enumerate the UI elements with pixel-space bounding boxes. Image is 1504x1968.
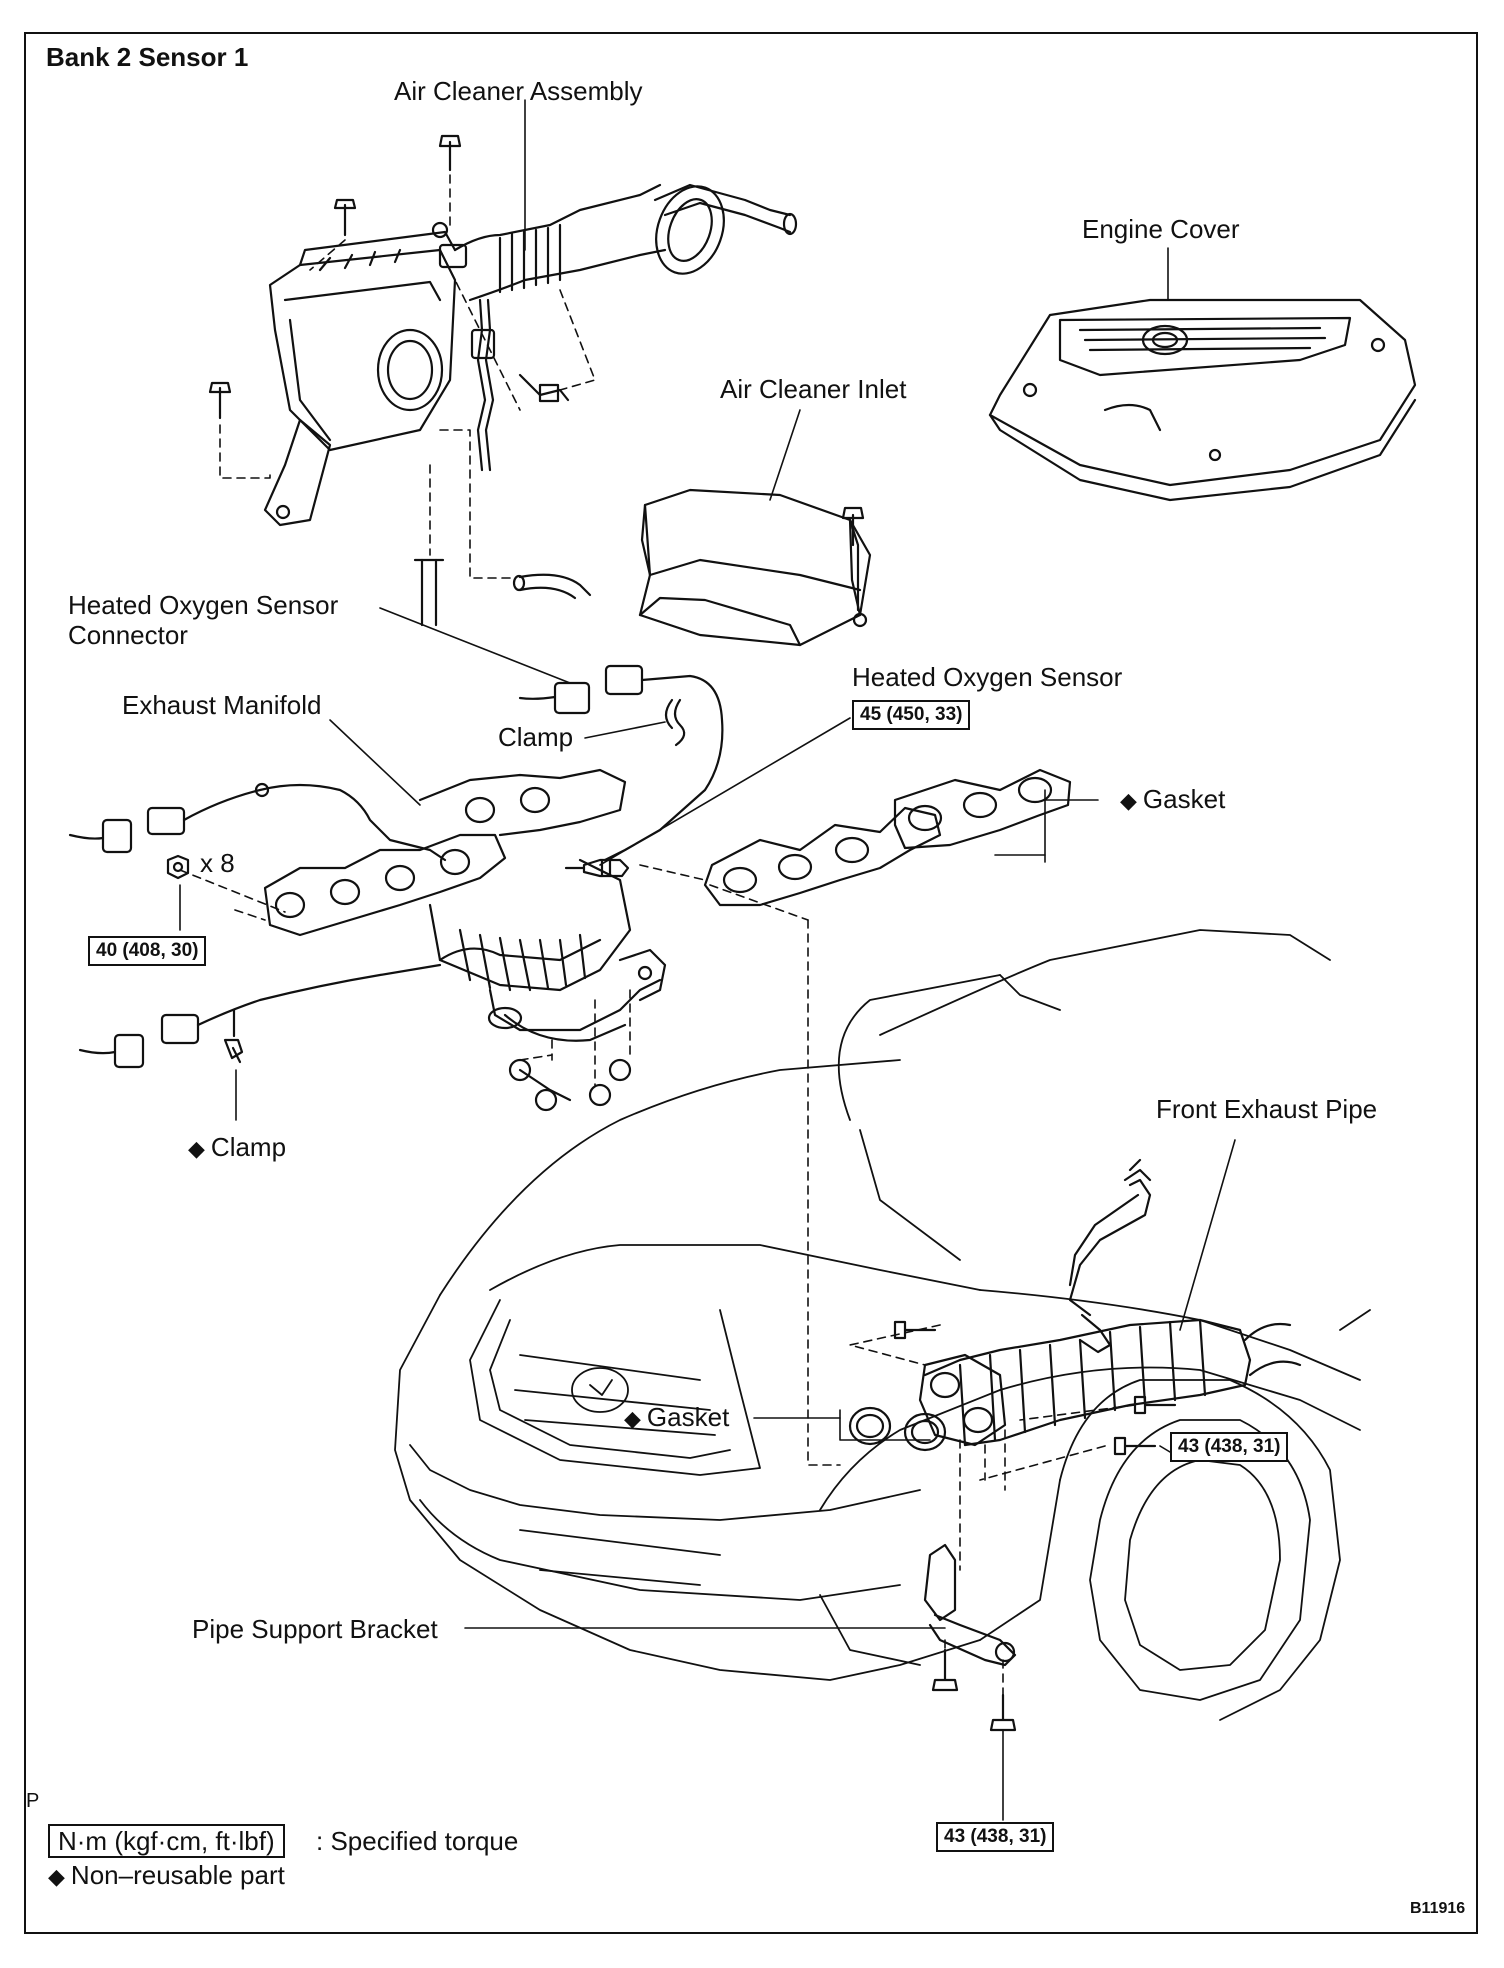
torque-bracket-bolt: 43 (438, 31): [936, 1822, 1055, 1852]
front-exhaust-pipe-drawing: [893, 1158, 1302, 1456]
label-clamp-upper: Clamp: [498, 722, 574, 752]
legend-non-reusable: ◆Non–reusable part: [48, 1860, 285, 1890]
exhaust-manifold-drawing: [263, 768, 667, 1112]
manifold-gasket-drawing: [703, 768, 1072, 907]
leader-lines: [179, 99, 1236, 1821]
torque-front-pipe-bolt: 43 (438, 31): [1170, 1432, 1289, 1462]
non-reusable-diamond-icon: ◆: [624, 1406, 641, 1431]
heated-oxygen-sensor-drawing: [564, 858, 630, 878]
label-gasket-upper: ◆Gasket: [1120, 784, 1226, 814]
label-air-cleaner-inlet: Air Cleaner Inlet: [720, 374, 907, 404]
label-gasket-lower: ◆Gasket: [624, 1402, 730, 1432]
non-reusable-diamond-icon: ◆: [1120, 788, 1137, 813]
label-heated-oxygen-sensor: Heated Oxygen Sensor: [852, 662, 1123, 692]
label-engine-cover: Engine Cover: [1082, 214, 1240, 244]
manifold-nut-drawing: [166, 854, 190, 880]
lower-gasket-drawing: [848, 1406, 947, 1452]
label-pipe-support-bracket: Pipe Support Bracket: [192, 1614, 438, 1644]
torque-sensor: 45 (450, 33): [852, 700, 971, 730]
bank1-sensor-connector-drawing: [68, 782, 447, 862]
label-exhaust-manifold: Exhaust Manifold: [122, 690, 322, 720]
oxygen-sensor-connector-drawing: [518, 664, 724, 862]
label-ho2s-connector-line1: Heated Oxygen Sensor: [68, 590, 339, 620]
label-nut-count: x 8: [200, 848, 235, 878]
air-cleaner-inlet-drawing: [638, 488, 872, 647]
diagram-title: Bank 2 Sensor 1: [46, 42, 249, 72]
label-front-exhaust-pipe: Front Exhaust Pipe: [1156, 1094, 1378, 1124]
figure-code: B11916: [1410, 1900, 1466, 1917]
torque-manifold-nut: 40 (408, 30): [88, 936, 207, 966]
engine-cover-drawing: [988, 298, 1417, 502]
bank2-sensor-connector-drawing: [78, 963, 442, 1069]
non-reusable-diamond-icon: ◆: [188, 1136, 205, 1161]
label-air-cleaner-assembly: Air Cleaner Assembly: [394, 76, 643, 106]
legend-torque-desc: : Specified torque: [316, 1826, 519, 1856]
diagram-frame: [24, 32, 1478, 1934]
legend-torque-unit: N·m (kgf·cm, ft·lbf): [48, 1824, 285, 1858]
pipe-support-bracket-drawing: [923, 1543, 1017, 1732]
non-reusable-diamond-icon: ◆: [48, 1864, 65, 1889]
car-body-drawing: [394, 929, 1371, 1721]
label-ho2s-connector-line2: Connector: [68, 620, 188, 650]
page-mark: P: [26, 1790, 40, 1812]
label-clamp-lower: ◆Clamp: [188, 1132, 287, 1162]
air-cleaner-assembly-drawing: [208, 134, 798, 627]
